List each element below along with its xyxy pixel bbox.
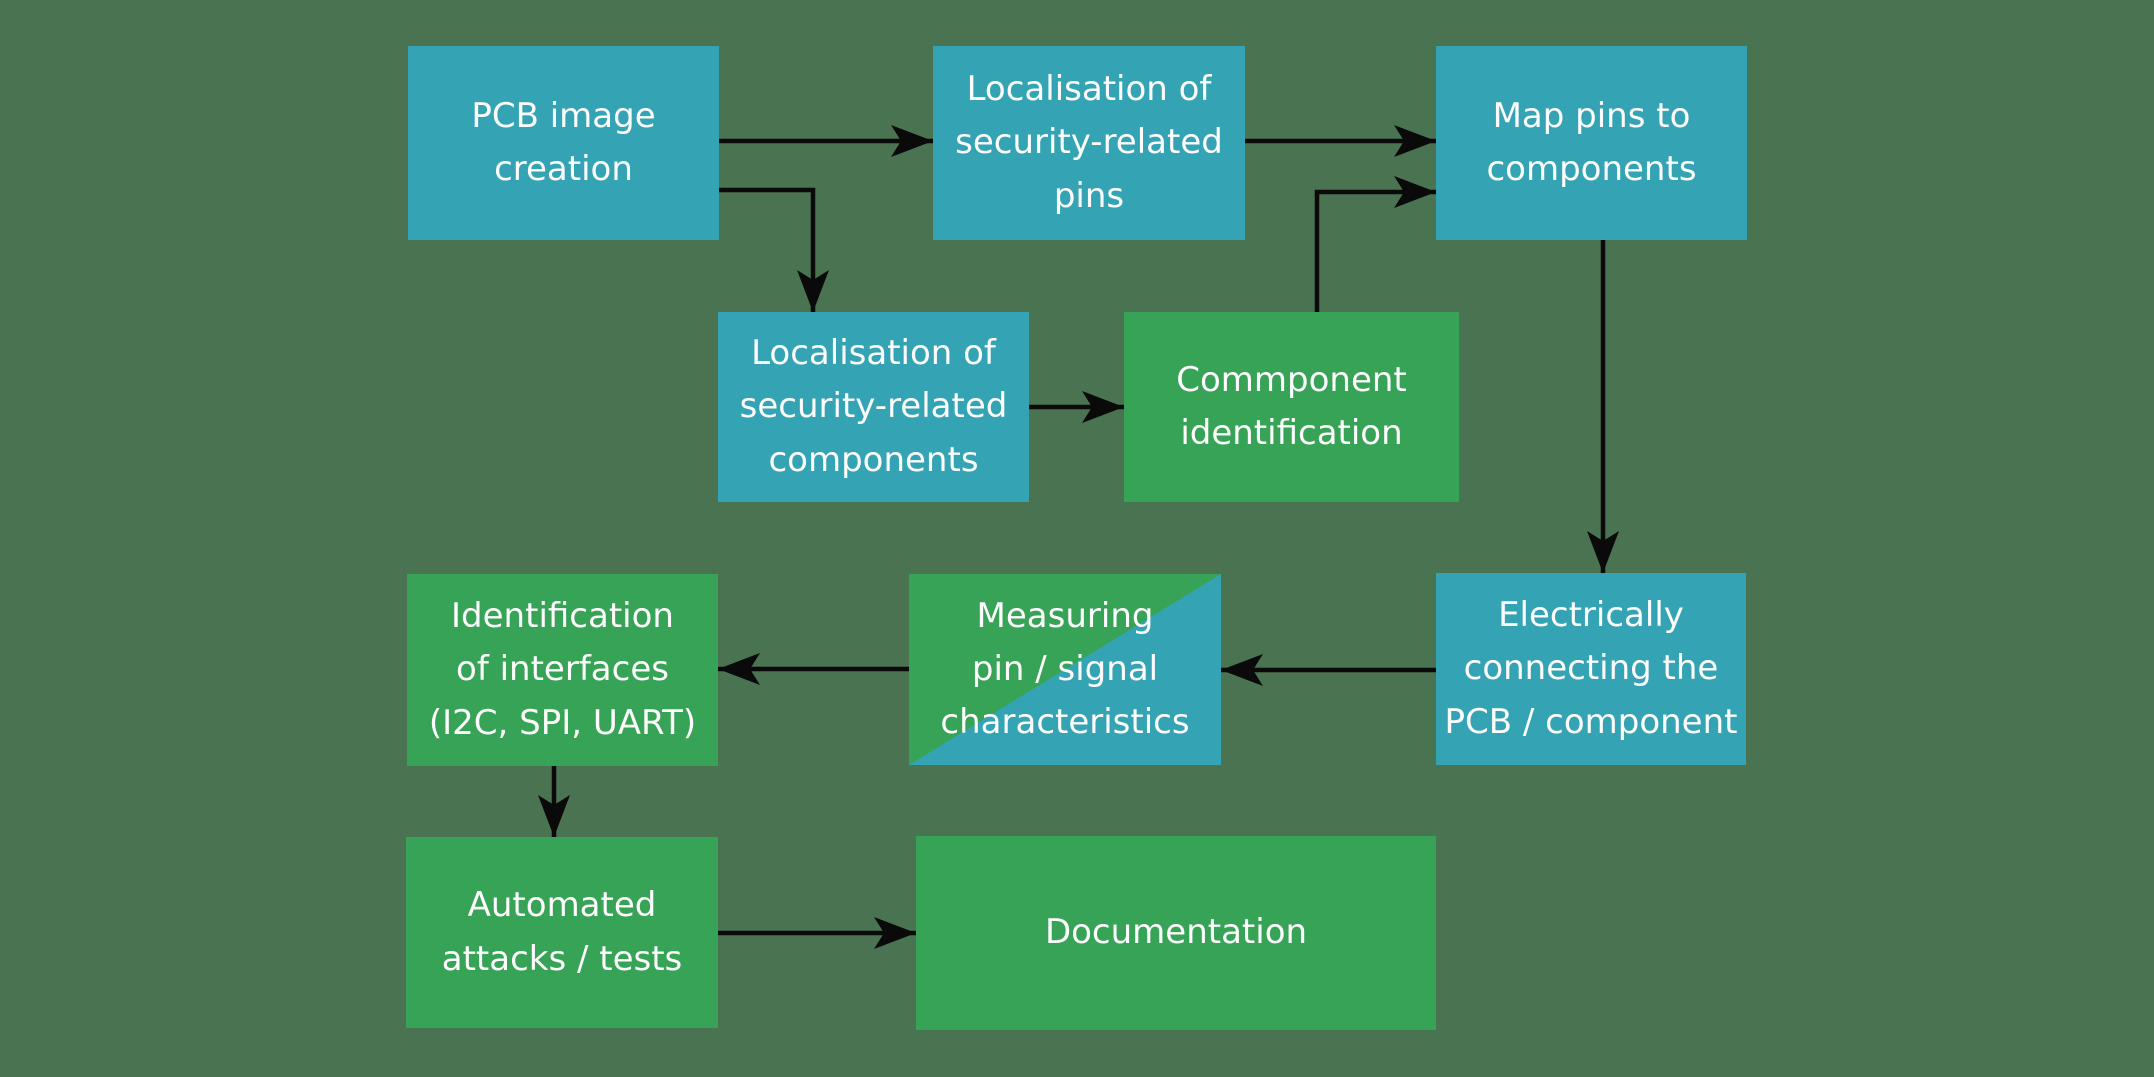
node-pcb-image-creation: PCB image creation xyxy=(408,46,719,240)
node-measuring-pin-signal-characteristics: Measuring pin / signal characteristics xyxy=(909,574,1221,765)
node-automated-attacks-tests: Automated attacks / tests xyxy=(406,837,718,1028)
node-localisation-security-components: Localisation of security-related compone… xyxy=(718,312,1029,502)
arrow-comp-id-to-map-pins xyxy=(1314,176,1436,312)
node-map-pins-to-components: Map pins to components xyxy=(1436,46,1747,240)
node-documentation: Documentation xyxy=(916,836,1436,1030)
node-localisation-security-pins: Localisation of security-related pins xyxy=(933,46,1245,240)
arrow-pcb-to-loc-components xyxy=(719,187,829,312)
node-component-identification: Commponent identification xyxy=(1124,312,1459,502)
node-identification-of-interfaces: Identification of interfaces (I2C, SPI, … xyxy=(407,574,718,766)
node-electrically-connecting-pcb: Electrically connecting the PCB / compon… xyxy=(1436,573,1746,765)
